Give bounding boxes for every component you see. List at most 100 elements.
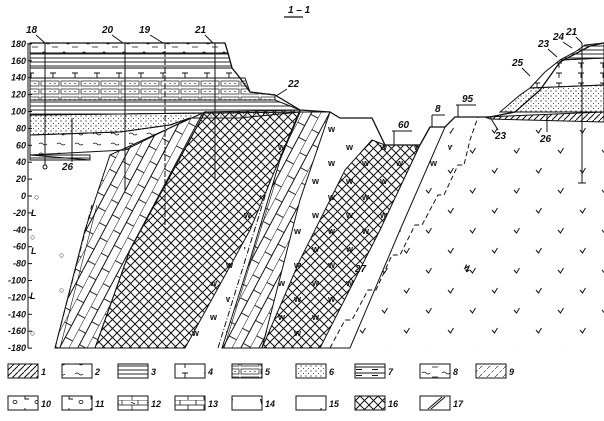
- y-tick-label: -40: [13, 225, 26, 235]
- legend-item-17: 17: [419, 395, 464, 411]
- legend-swatch: [117, 395, 149, 411]
- legend-label: 15: [329, 399, 340, 409]
- y-tick-label: 140: [11, 73, 26, 83]
- legend-item-2: 2: [61, 363, 100, 379]
- legend-swatch: [7, 395, 39, 411]
- legend-swatch: [354, 395, 386, 411]
- legend-swatch: [295, 395, 327, 411]
- legend-item-4: 4: [174, 363, 213, 379]
- legend-item-16: 16: [354, 395, 399, 411]
- legend-label: 14: [265, 399, 275, 409]
- callout-95: 95: [462, 94, 474, 105]
- callout-24: 24: [552, 32, 565, 43]
- svg-text:L: L: [31, 208, 37, 218]
- callout-19: 19: [139, 25, 151, 36]
- legend-swatch: [475, 363, 507, 379]
- legend-label: 12: [151, 399, 161, 409]
- legend-item-12: 12: [117, 395, 161, 411]
- callout-23-lower: 23: [494, 131, 507, 142]
- legend-label: 9: [509, 367, 514, 377]
- svg-text:○: ○: [59, 250, 64, 260]
- callout-21: 21: [194, 25, 207, 36]
- callout-26-right: 26: [539, 134, 552, 145]
- svg-text:L: L: [30, 291, 36, 301]
- legend-item-10: 10: [7, 395, 51, 411]
- y-tick-label: 0: [21, 191, 26, 201]
- axis-symbols: ○LL ○○L○○: [30, 192, 64, 338]
- legend-label: 7: [388, 367, 394, 377]
- arrow-symbol: ↯: [462, 264, 471, 275]
- ground-surface: [30, 42, 604, 146]
- callout-27: 27: [354, 264, 367, 275]
- legend-label: 16: [388, 399, 399, 409]
- fault-lines: [54, 179, 277, 349]
- y-tick-label: 100: [11, 107, 26, 117]
- legend-swatch: [117, 363, 149, 379]
- y-axis: 180160140120100806040200-20-40-60-80-100…: [8, 39, 32, 353]
- legend-swatch: [419, 363, 451, 379]
- legend-item-14: 14: [231, 395, 275, 411]
- y-tick-label: -100: [8, 276, 26, 286]
- svg-text:○: ○: [59, 285, 64, 295]
- y-tick-label: -140: [8, 309, 26, 319]
- legend-swatch: [61, 363, 93, 379]
- y-tick-label: 80: [16, 123, 26, 133]
- legend-label: 13: [208, 399, 218, 409]
- y-tick-label: 120: [11, 90, 26, 100]
- legend-label: 2: [94, 367, 100, 377]
- boundary-27: [329, 116, 479, 349]
- callout-22: 22: [287, 79, 300, 90]
- legend-label: 5: [265, 367, 271, 377]
- legend-item-11: 11: [61, 395, 104, 411]
- legend-item-6: 6: [295, 363, 335, 379]
- legend-swatch: [174, 363, 206, 379]
- y-tick-label: -180: [8, 343, 26, 353]
- callout-18: 18: [26, 25, 38, 36]
- y-tick-label: -120: [8, 292, 26, 302]
- boreholes: [42, 43, 586, 230]
- volcanic-rock-unit-15: [330, 117, 604, 348]
- legend-label: 4: [207, 367, 213, 377]
- y-tick-label: -160: [8, 326, 26, 336]
- legend-label: 10: [41, 399, 51, 409]
- callout-23-upper: 23: [537, 39, 550, 50]
- svg-text:○: ○: [30, 328, 35, 338]
- legend-swatch: [61, 395, 93, 411]
- legend-item-13: 13: [174, 395, 218, 411]
- callout-60: 60: [398, 120, 410, 131]
- legend-item-3: 3: [117, 363, 156, 379]
- legend-label: 17: [453, 399, 464, 409]
- svg-text:○: ○: [34, 192, 39, 202]
- callout-21-right: 21: [565, 27, 578, 38]
- legend-label: 8: [453, 367, 458, 377]
- y-tick-label: -20: [13, 208, 26, 218]
- legend-swatch: [231, 363, 263, 379]
- callouts: 18 20 19 21 22 26 60 8 95 23 26 25 23 24…: [26, 25, 583, 275]
- legend-item-8: 8: [419, 363, 458, 379]
- callout-26-left: 26: [61, 162, 74, 173]
- y-tick-label: 160: [11, 56, 26, 66]
- y-tick-label: 40: [15, 157, 26, 167]
- callout-8: 8: [435, 104, 441, 115]
- callout-20: 20: [101, 25, 114, 36]
- y-tick-label: 60: [16, 140, 26, 150]
- sedimentary-cover-right: [484, 42, 604, 123]
- legend-label: 6: [329, 367, 335, 377]
- legend-swatch: [7, 363, 39, 379]
- legend-label: 1: [41, 367, 46, 377]
- legend-label: 11: [95, 399, 104, 409]
- legend-swatch: [295, 363, 327, 379]
- legend-swatch: [354, 363, 386, 379]
- y-tick-label: 20: [15, 174, 26, 184]
- legend-item-7: 7: [354, 363, 394, 379]
- legend-item-15: 15: [295, 395, 340, 411]
- legend-item-9: 9: [475, 363, 514, 379]
- svg-text:○: ○: [30, 232, 35, 242]
- section-title: 1 – 1: [288, 5, 311, 16]
- legend-item-5: 5: [231, 363, 271, 379]
- legend-item-1: 1: [7, 363, 46, 379]
- legend-swatch: [174, 395, 206, 411]
- y-tick-label: -80: [13, 259, 26, 269]
